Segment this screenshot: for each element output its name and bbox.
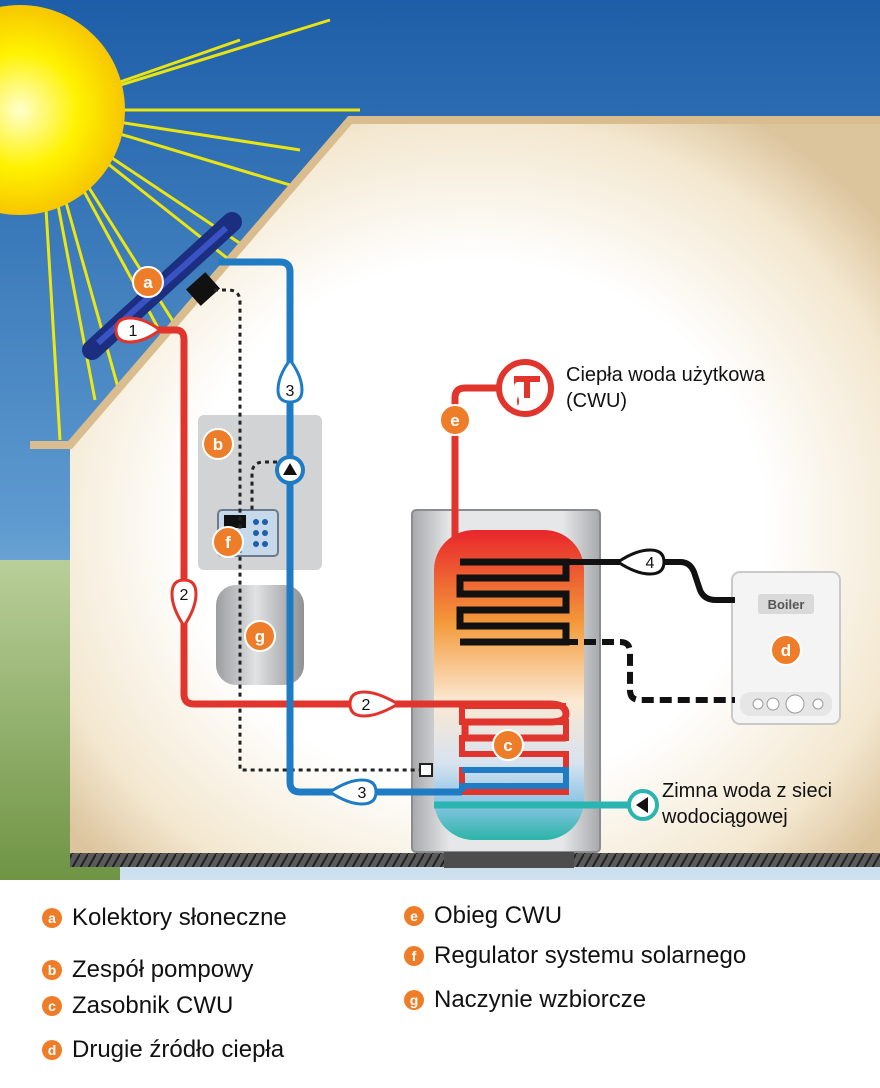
legend-text-d: Drugie źródło ciepła bbox=[72, 1036, 285, 1063]
pipe-marker-3a-label: 3 bbox=[286, 383, 295, 400]
component-marker-e: e bbox=[439, 404, 471, 436]
sensor-cable bbox=[214, 288, 425, 772]
cold-water-arrow-icon bbox=[636, 797, 648, 813]
cold-water-label-line1: Zimna woda z sieci bbox=[662, 780, 833, 802]
sun bbox=[0, 5, 125, 215]
pipe-marker-2-horizontal: 2 bbox=[348, 690, 401, 718]
pipe-marker-2b-label: 2 bbox=[362, 697, 371, 714]
legend-text-b: Zespół pompowy bbox=[72, 956, 254, 983]
legend-item-c: c Zasobnik CWU bbox=[42, 992, 233, 1020]
svg-text:c: c bbox=[503, 736, 512, 755]
legend: a Kolektory słoneczne b Zespół pompowy c… bbox=[0, 880, 880, 1088]
pump-sensor-cable bbox=[250, 460, 285, 512]
pipe-marker-1-label: 1 bbox=[129, 323, 138, 340]
legend-text-e: Obieg CWU bbox=[434, 902, 563, 929]
legend-marker-d: d bbox=[42, 1040, 62, 1060]
component-marker-f: f bbox=[212, 526, 244, 558]
cold-water-label-line2: wodociągowej bbox=[662, 806, 788, 828]
solar-system-diagram: Boiler 1 2 2 3 bbox=[0, 0, 880, 880]
legend-item-e: e Obieg CWU bbox=[404, 902, 562, 930]
boiler-return-pipe bbox=[566, 639, 735, 703]
svg-text:f: f bbox=[225, 533, 231, 552]
legend-text-c: Zasobnik CWU bbox=[72, 992, 234, 1019]
legend-item-a: a Kolektory słoneczne bbox=[42, 904, 287, 932]
svg-text:d: d bbox=[781, 641, 791, 660]
svg-text:g: g bbox=[255, 627, 265, 646]
legend-marker-b: b bbox=[42, 960, 62, 980]
pump-arrow-icon bbox=[283, 463, 297, 475]
boiler-brand: Boiler bbox=[768, 597, 805, 612]
legend-text-g: Naczynie wzbiorcze bbox=[434, 986, 647, 1013]
component-marker-g: g bbox=[244, 620, 276, 652]
solar-return-pipe bbox=[218, 258, 462, 796]
legend-item-f: f Regulator systemu solarnego bbox=[404, 942, 746, 970]
pipe-marker-3-vertical: 3 bbox=[276, 357, 304, 404]
solar-coil-cool bbox=[459, 767, 569, 792]
component-marker-c: c bbox=[492, 729, 524, 761]
pipe-marker-3-horizontal: 3 bbox=[327, 778, 378, 806]
pipe-marker-4-label: 4 bbox=[646, 555, 655, 572]
legend-text-f: Regulator systemu solarnego bbox=[434, 942, 747, 969]
boiler-knobs bbox=[752, 694, 824, 714]
hot-water-label: Ciepła woda użytkowa (CWU) bbox=[566, 362, 765, 414]
pipe-marker-2a-label: 2 bbox=[180, 587, 189, 604]
pipe-marker-3b-label: 3 bbox=[358, 785, 367, 802]
legend-marker-c: c bbox=[42, 996, 62, 1016]
component-marker-b: b bbox=[202, 428, 234, 460]
boiler-brand-plate bbox=[758, 594, 814, 614]
legend-item-d: d Drugie źródło ciepła bbox=[42, 1036, 284, 1064]
svg-text:b: b bbox=[213, 435, 223, 454]
hot-water-label-line1: Ciepła woda użytkowa bbox=[566, 364, 765, 386]
pipe-marker-4: 4 bbox=[615, 548, 666, 576]
legend-marker-f: f bbox=[404, 946, 424, 966]
tap-icon bbox=[514, 376, 540, 406]
controller-buttons bbox=[253, 519, 268, 547]
pipe-marker-1: 1 bbox=[114, 316, 163, 344]
component-marker-a: a bbox=[132, 266, 164, 298]
legend-item-g: g Naczynie wzbiorcze bbox=[404, 986, 646, 1014]
svg-text:e: e bbox=[450, 411, 459, 430]
component-marker-d: d bbox=[770, 634, 802, 666]
boiler-coil bbox=[456, 558, 570, 646]
legend-marker-e: e bbox=[404, 906, 424, 926]
pipe-marker-2-vertical: 2 bbox=[170, 578, 198, 629]
svg-text:a: a bbox=[143, 273, 153, 292]
dhw-pipe bbox=[451, 384, 500, 540]
legend-text-a: Kolektory słoneczne bbox=[72, 904, 287, 931]
tank-sensor bbox=[419, 763, 433, 777]
legend-marker-g: g bbox=[404, 990, 424, 1010]
tank-base bbox=[444, 852, 574, 868]
cold-water-label: Zimna woda z sieci wodociągowej bbox=[662, 778, 832, 830]
boiler-supply-pipe bbox=[566, 559, 735, 603]
hot-water-label-line2: (CWU) bbox=[566, 390, 628, 412]
legend-marker-a: a bbox=[42, 908, 62, 928]
legend-item-b: b Zespół pompowy bbox=[42, 956, 253, 984]
